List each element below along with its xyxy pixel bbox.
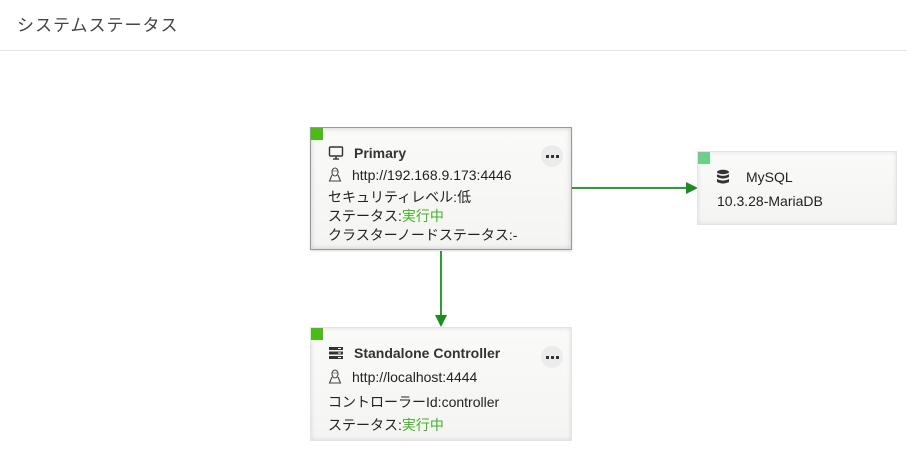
node-title: Primary (354, 145, 407, 161)
node-url: http://192.168.9.173:4446 (352, 167, 512, 183)
linux-icon (328, 167, 344, 183)
node-title: Standalone Controller (354, 345, 501, 361)
edge-primary-to-controller (435, 251, 447, 327)
linux-icon (328, 369, 344, 385)
topology-canvas: Primary http://192.168.9.173:4446 セキュリティ… (0, 51, 907, 464)
node-title: MySQL (746, 169, 793, 185)
security-level: セキュリティレベル: 低 (328, 189, 472, 205)
more-options-button[interactable] (541, 145, 563, 167)
database-icon (716, 169, 732, 185)
db-version: 10.3.28-MariaDB (717, 193, 823, 209)
edge-primary-to-mysql (572, 182, 698, 194)
status-running: 実行中 (401, 417, 444, 433)
status-indicator (311, 328, 323, 340)
status-indicator (311, 128, 323, 140)
node-mysql[interactable]: MySQL 10.3.28-MariaDB (697, 151, 897, 225)
node-status: ステータス: 実行中 (328, 417, 444, 433)
status-running: 実行中 (401, 208, 444, 224)
more-options-button[interactable] (541, 346, 563, 368)
page-title: システムステータス (17, 16, 179, 35)
node-standalone-controller[interactable]: Standalone Controller http://localhost:4… (310, 327, 572, 441)
node-url: http://localhost:4444 (352, 369, 478, 385)
connection-edges (435, 182, 698, 327)
node-primary[interactable]: Primary http://192.168.9.173:4446 セキュリティ… (310, 127, 572, 250)
server-icon (328, 345, 344, 361)
status-indicator (698, 152, 710, 164)
controller-id: コントローラーId: controller (328, 394, 500, 410)
page-header: システムステータス (0, 0, 907, 51)
cluster-node-status: クラスターノードステータス: - (328, 227, 518, 243)
node-status: ステータス: 実行中 (328, 208, 444, 224)
monitor-icon (328, 145, 344, 161)
